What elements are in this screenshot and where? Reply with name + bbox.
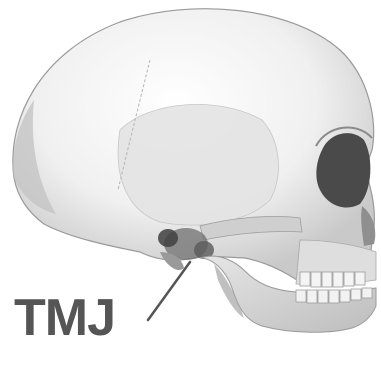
temporal-region [118, 104, 278, 225]
tmj-pointer-line [148, 262, 190, 320]
ear-canal [158, 229, 178, 247]
tmj-label: TMJ [14, 292, 115, 344]
